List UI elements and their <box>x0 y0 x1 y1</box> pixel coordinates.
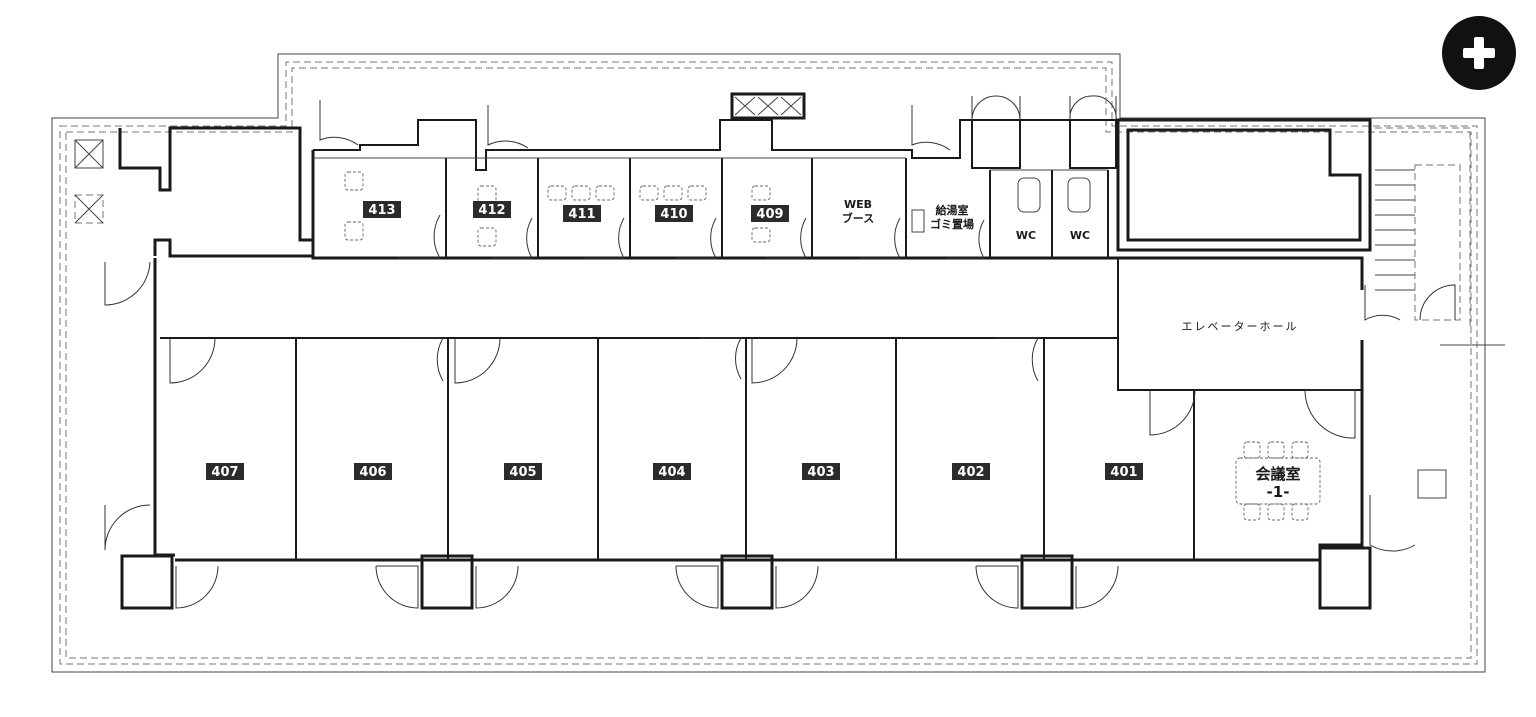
kitchen-label-line2: ゴミ置場 <box>930 217 974 231</box>
svg-text:407: 407 <box>211 465 238 480</box>
label-412: 412 <box>473 201 511 218</box>
svg-text:413: 413 <box>368 203 395 218</box>
furniture <box>344 171 1321 521</box>
label-401: 401 <box>1105 463 1143 480</box>
kitchen-label: 給湯室 <box>936 203 969 217</box>
svg-text:403: 403 <box>807 465 834 480</box>
svg-text:406: 406 <box>359 465 386 480</box>
label-404: 404 <box>653 463 691 480</box>
svg-text:401: 401 <box>1110 465 1137 480</box>
conference-room-label: 会議室 <box>1255 465 1300 483</box>
label-409: 409 <box>751 205 789 222</box>
exterior-stairs <box>1375 127 1505 346</box>
label-406: 406 <box>354 463 392 480</box>
balcony-outline <box>51 53 1486 673</box>
label-402: 402 <box>952 463 990 480</box>
building-walls <box>118 118 1372 610</box>
label-411: 411 <box>563 205 601 222</box>
svg-text:411: 411 <box>568 207 595 222</box>
elevator-hall-label: エレベーターホール <box>1182 320 1299 333</box>
zoom-in-button[interactable] <box>1442 16 1516 90</box>
wc-right-label: WC <box>1070 229 1090 242</box>
conference-room-number: -1- <box>1267 483 1290 501</box>
label-403: 403 <box>802 463 840 480</box>
label-405: 405 <box>504 463 542 480</box>
svg-text:409: 409 <box>756 207 783 222</box>
wc-left-label: WC <box>1016 229 1036 242</box>
label-413: 413 <box>363 201 401 218</box>
web-booth-label-line2: ブース <box>842 211 874 225</box>
svg-text:404: 404 <box>658 465 685 480</box>
svg-text:405: 405 <box>509 465 536 480</box>
web-booth-label: WEB <box>844 198 872 211</box>
label-407: 407 <box>206 463 244 480</box>
shaft-markers <box>74 92 1447 499</box>
doors <box>104 95 1456 609</box>
svg-text:412: 412 <box>478 203 505 218</box>
label-410: 410 <box>655 205 693 222</box>
svg-text:410: 410 <box>660 207 687 222</box>
svg-text:402: 402 <box>957 465 984 480</box>
